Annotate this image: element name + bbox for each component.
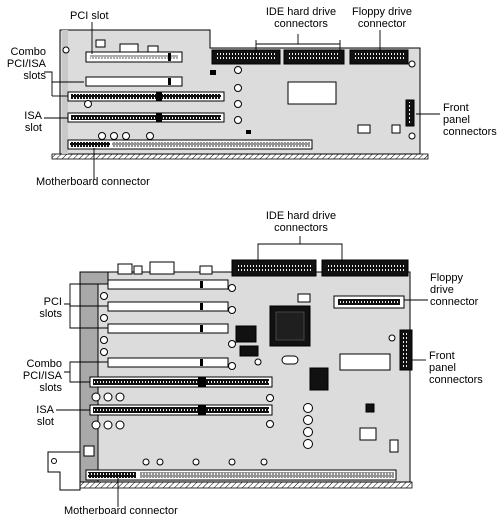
bottom-pci-slot-2	[107, 301, 229, 312]
bottom-label-pci-line-1: PCI	[43, 296, 62, 308]
top-label-motherboard-connector: Motherboard connector	[36, 176, 150, 188]
bottom-label-front-line-3: connectors	[429, 374, 483, 386]
top-label-pci-slot: PCI slot	[70, 10, 109, 22]
bottom-label-combo-slots: Combo PCI/ISA slots	[0, 358, 62, 394]
bottom-keyboard-port	[117, 263, 133, 275]
bottom-label-pci-line-2: slots	[39, 308, 62, 320]
top-label-combo-line-1: Combo	[10, 46, 46, 58]
bottom-label-isa-line-1: ISA	[36, 404, 54, 416]
bottom-memory-area	[339, 353, 391, 371]
bottom-label-front-line-1: Front	[429, 350, 455, 362]
bottom-board-base-strip	[71, 481, 413, 489]
top-combo-pci-slot	[85, 76, 183, 87]
bottom-label-ide-line-1: IDE hard drive	[265, 210, 337, 222]
bottom-label-floppy-line-1: Floppy	[430, 272, 464, 284]
bottom-label-combo-line-3: slots	[39, 382, 62, 394]
top-label-ide-line-1: IDE hard drive	[265, 6, 337, 18]
top-label-front-line-1: Front	[443, 102, 469, 114]
bottom-combo-pci-slot	[107, 357, 229, 368]
bottom-label-combo-line-2: PCI/ISA	[22, 370, 62, 382]
bottom-label-front-panel: Front panel connectors	[429, 350, 483, 386]
bottom-label-isa-slot: ISA slot	[0, 404, 54, 428]
bottom-label-front-line-2: panel	[429, 362, 456, 374]
top-label-combo-line-2: PCI/ISA	[6, 58, 46, 70]
bottom-label-motherboard-connector: Motherboard connector	[64, 505, 178, 517]
leader-lines	[44, 22, 440, 507]
bottom-io-chip	[309, 367, 329, 391]
bottom-pci-slot-3	[107, 323, 229, 334]
bottom-label-floppy-connector: Floppy drive connector	[430, 272, 478, 308]
bottom-label-isa-line-2: slot	[36, 416, 54, 428]
top-board-base-strip	[51, 153, 429, 160]
top-label-floppy-line-1: Floppy drive	[352, 6, 412, 18]
bottom-label-ide-connectors: IDE hard drive connectors	[258, 210, 344, 234]
top-label-isa-line-2: slot	[24, 122, 42, 134]
top-label-combo-slots: Combo PCI/ISA slots	[0, 46, 46, 82]
top-label-floppy-line-2: connector	[357, 18, 407, 30]
bottom-label-combo-line-1: Combo	[26, 358, 62, 370]
top-label-combo-line-3: slots	[23, 70, 46, 82]
top-keyboard-port	[95, 39, 106, 48]
top-motherboard	[51, 29, 429, 160]
top-label-isa-slot: ISA slot	[0, 110, 42, 134]
bottom-label-ide-line-2: connectors	[274, 222, 328, 234]
bottom-motherboard	[47, 259, 413, 491]
bottom-chip-small	[235, 325, 257, 343]
top-label-floppy-connector: Floppy drive connector	[345, 6, 419, 30]
bottom-port-block	[149, 261, 175, 275]
top-label-ide-connectors: IDE hard drive connectors	[258, 6, 344, 30]
top-processor-area	[287, 81, 337, 105]
top-label-front-panel: Front panel connectors	[443, 102, 497, 138]
top-label-front-line-3: connectors	[443, 126, 497, 138]
bottom-label-floppy-line-3: connector	[430, 296, 479, 308]
bottom-label-floppy-line-2: drive	[430, 284, 454, 296]
bottom-pci-slot-1	[107, 279, 229, 290]
top-label-front-line-2: panel	[443, 114, 470, 126]
bottom-label-pci-slots: PCI slots	[0, 296, 62, 320]
top-label-isa-line-1: ISA	[24, 110, 42, 122]
top-port-block	[119, 43, 139, 53]
top-label-ide-line-2: connectors	[274, 18, 328, 30]
